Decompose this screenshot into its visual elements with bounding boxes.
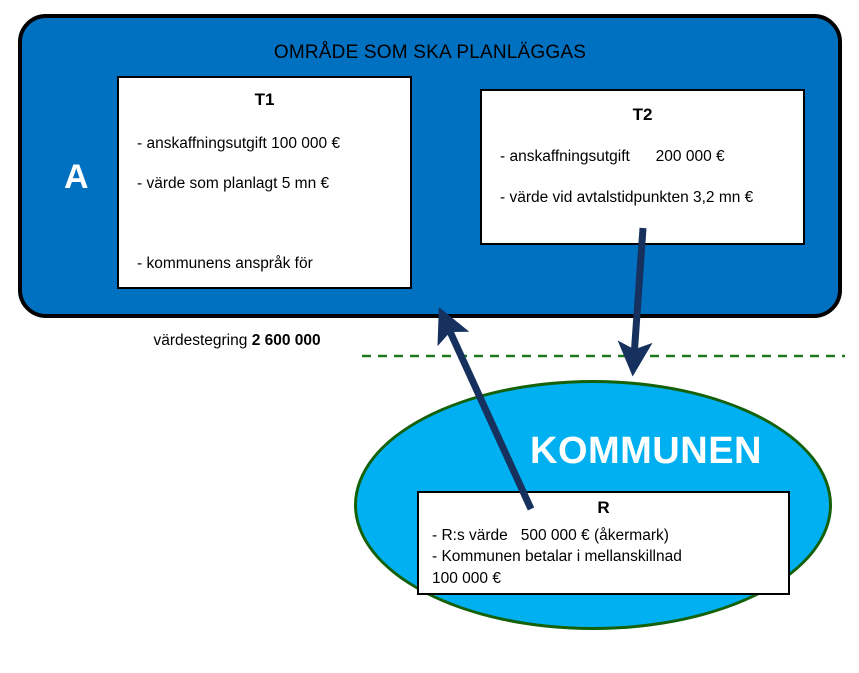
parcel-t1-value-increase: 2 600 000 xyxy=(251,332,321,349)
municipality-label: KOMMUNEN xyxy=(530,430,762,472)
parcel-r-line-2: - Kommunen betalar i mellanskillnad xyxy=(432,548,682,566)
parcel-t1-line-1: - anskaffningsutgift 100 000 € xyxy=(137,135,341,152)
parcel-t1-line-3a: - kommunens anspråk för xyxy=(137,254,313,272)
parcel-t2-line-2: - värde vid avtalstidpunkten 3,2 mn € xyxy=(500,189,754,207)
parcel-box-r: R - R:s värde 500 000 € (åkermark) - Kom… xyxy=(417,491,790,595)
parcel-t1-line-3b: värdestegring 2 600 000 xyxy=(119,312,410,370)
parcel-t2-line-1: - anskaffningsutgift 200 000 € xyxy=(500,148,725,165)
parcel-t1-title: T1 xyxy=(254,90,275,109)
parcel-t2-title: T2 xyxy=(632,105,653,124)
arrow-r-to-area xyxy=(437,307,535,511)
parcel-r-line-3: 100 000 € xyxy=(432,569,501,587)
area-title: OMRÅDE SOM SKA PLANLÄGGAS xyxy=(273,42,587,63)
area-label-a: A xyxy=(64,158,89,196)
parcel-t1-line-2: - värde som planlagt 5 mn € xyxy=(137,175,330,193)
arrow-t2-to-kommunen xyxy=(617,227,653,377)
parcel-box-t1: T1 - anskaffningsutgift 100 000 € - värd… xyxy=(117,76,412,349)
parcel-box-t2: T2 - anskaffningsutgift 200 000 € - värd… xyxy=(480,89,805,245)
parcel-t1-line-3b-text: värdestegring xyxy=(153,332,252,349)
parcel-t1-line-3: - kommunens anspråk för värdestegring 2 … xyxy=(137,215,410,409)
parcel-r-line-1: - R:s värde 500 000 € (åkermark) xyxy=(432,527,669,544)
parcel-r-title: R xyxy=(597,498,610,517)
